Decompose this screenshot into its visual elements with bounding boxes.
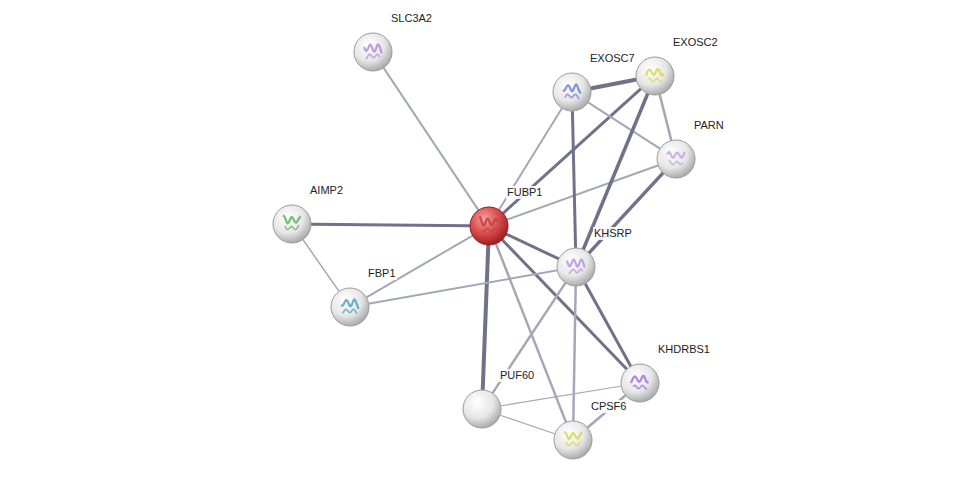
structure-glyph xyxy=(563,84,581,99)
protein-node: FUBP1 xyxy=(469,206,509,246)
node-label: FUBP1 xyxy=(506,186,543,199)
node-label: KHSRP xyxy=(593,227,633,240)
interaction-edge xyxy=(501,415,554,433)
protein-sphere xyxy=(552,72,592,112)
interaction-edge xyxy=(573,287,575,420)
node-label: FBP1 xyxy=(367,267,397,280)
protein-sphere xyxy=(635,56,675,96)
interaction-edge xyxy=(312,224,469,226)
structure-glyph xyxy=(567,259,585,273)
protein-node: PUF60 xyxy=(462,389,502,429)
protein-sphere xyxy=(272,204,312,244)
node-circle xyxy=(273,205,311,243)
structure-glyph xyxy=(341,299,359,313)
protein-sphere xyxy=(620,363,660,403)
interaction-edge xyxy=(590,174,663,253)
node-circle xyxy=(636,57,674,95)
node-label: PUF60 xyxy=(499,369,535,382)
protein-sphere xyxy=(353,32,393,72)
structure-glyph xyxy=(646,69,664,82)
protein-sphere xyxy=(469,206,509,246)
node-circle xyxy=(553,73,591,111)
node-circle xyxy=(354,33,392,71)
interaction-edge xyxy=(384,69,478,210)
structure-glyph xyxy=(283,215,301,229)
interaction-edge xyxy=(572,112,575,247)
interaction-edge xyxy=(483,246,488,389)
interaction-edge xyxy=(370,270,557,303)
protein-sphere xyxy=(556,247,596,287)
protein-node: CPSF6 xyxy=(553,420,593,460)
interaction-edge xyxy=(303,240,338,290)
protein-node: EXOSC7 xyxy=(552,72,592,112)
protein-sphere xyxy=(656,139,696,179)
protein-node: EXOSC2 xyxy=(635,56,675,96)
node-circle xyxy=(554,421,592,459)
node-label: AIMP2 xyxy=(309,184,344,197)
node-circle xyxy=(331,288,369,326)
interaction-edge xyxy=(660,95,671,139)
protein-sphere xyxy=(330,287,370,327)
node-label: EXOSC7 xyxy=(589,52,636,65)
structure-glyph xyxy=(631,376,649,390)
interaction-edge xyxy=(493,284,565,393)
structure-glyph xyxy=(480,216,498,231)
protein-node: AIMP2 xyxy=(272,204,312,244)
node-circle xyxy=(657,140,695,178)
node-label: KHDRBS1 xyxy=(657,343,711,356)
protein-node: SLC3A2 xyxy=(353,32,393,72)
interaction-edge xyxy=(589,103,659,148)
interaction-edge xyxy=(500,109,562,209)
protein-node: KHSRP xyxy=(556,247,596,287)
structure-glyph xyxy=(667,152,685,165)
node-circle xyxy=(557,248,595,286)
protein-node: PARN xyxy=(656,139,696,179)
node-circle xyxy=(621,364,659,402)
node-label: SLC3A2 xyxy=(390,12,433,25)
interaction-edge xyxy=(592,80,636,88)
structure-glyph xyxy=(564,432,582,446)
node-label: EXOSC2 xyxy=(672,36,719,49)
structure-glyph xyxy=(364,45,382,59)
node-circle xyxy=(470,207,508,245)
protein-node: FBP1 xyxy=(330,287,370,327)
node-circle xyxy=(463,390,501,428)
interaction-edge xyxy=(586,285,631,366)
node-label: PARN xyxy=(693,119,725,132)
protein-node: KHDRBS1 xyxy=(620,363,660,403)
protein-sphere xyxy=(462,389,502,429)
node-label: CPSF6 xyxy=(590,400,627,413)
protein-sphere xyxy=(553,420,593,460)
